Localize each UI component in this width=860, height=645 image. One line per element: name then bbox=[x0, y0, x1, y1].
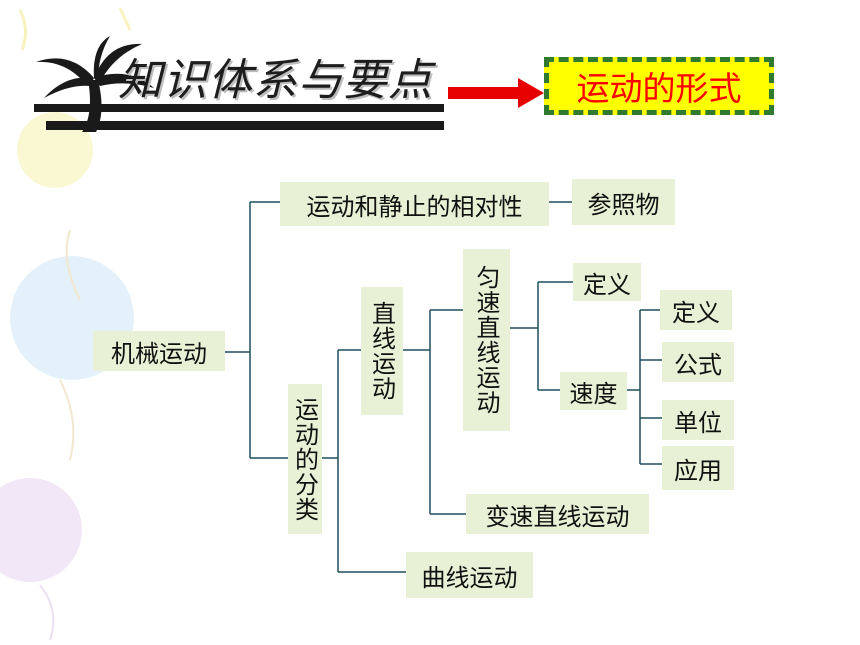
node-variable-motion: 变速直线运动 bbox=[466, 494, 649, 534]
topic-box: 运动的形式 bbox=[544, 57, 774, 115]
page-title: 知识体系与要点 bbox=[118, 55, 433, 106]
node-speed: 速度 bbox=[560, 372, 627, 410]
node-speed-formula: 公式 bbox=[662, 342, 734, 382]
arrow-right-icon bbox=[448, 78, 544, 108]
balloon-decoration-purple bbox=[0, 478, 82, 582]
node-definition: 定义 bbox=[573, 263, 641, 301]
node-speed-application: 应用 bbox=[662, 446, 734, 490]
title-underline-bottom bbox=[46, 121, 444, 130]
node-reference-object: 参照物 bbox=[572, 179, 675, 225]
node-relativity: 运动和静止的相对性 bbox=[280, 182, 549, 226]
node-speed-unit: 单位 bbox=[662, 400, 734, 440]
node-curve-motion: 曲线运动 bbox=[406, 552, 533, 598]
node-uniform-motion: 匀速直线运动 bbox=[463, 249, 510, 431]
title-underline-top bbox=[34, 104, 444, 112]
sun-decoration bbox=[17, 112, 93, 188]
node-mechanical-motion: 机械运动 bbox=[93, 331, 225, 371]
node-classification: 运动的分类 bbox=[288, 384, 322, 534]
palm-tree-icon bbox=[36, 36, 154, 132]
node-straight-motion: 直线运动 bbox=[361, 287, 403, 415]
node-speed-definition: 定义 bbox=[660, 290, 732, 330]
